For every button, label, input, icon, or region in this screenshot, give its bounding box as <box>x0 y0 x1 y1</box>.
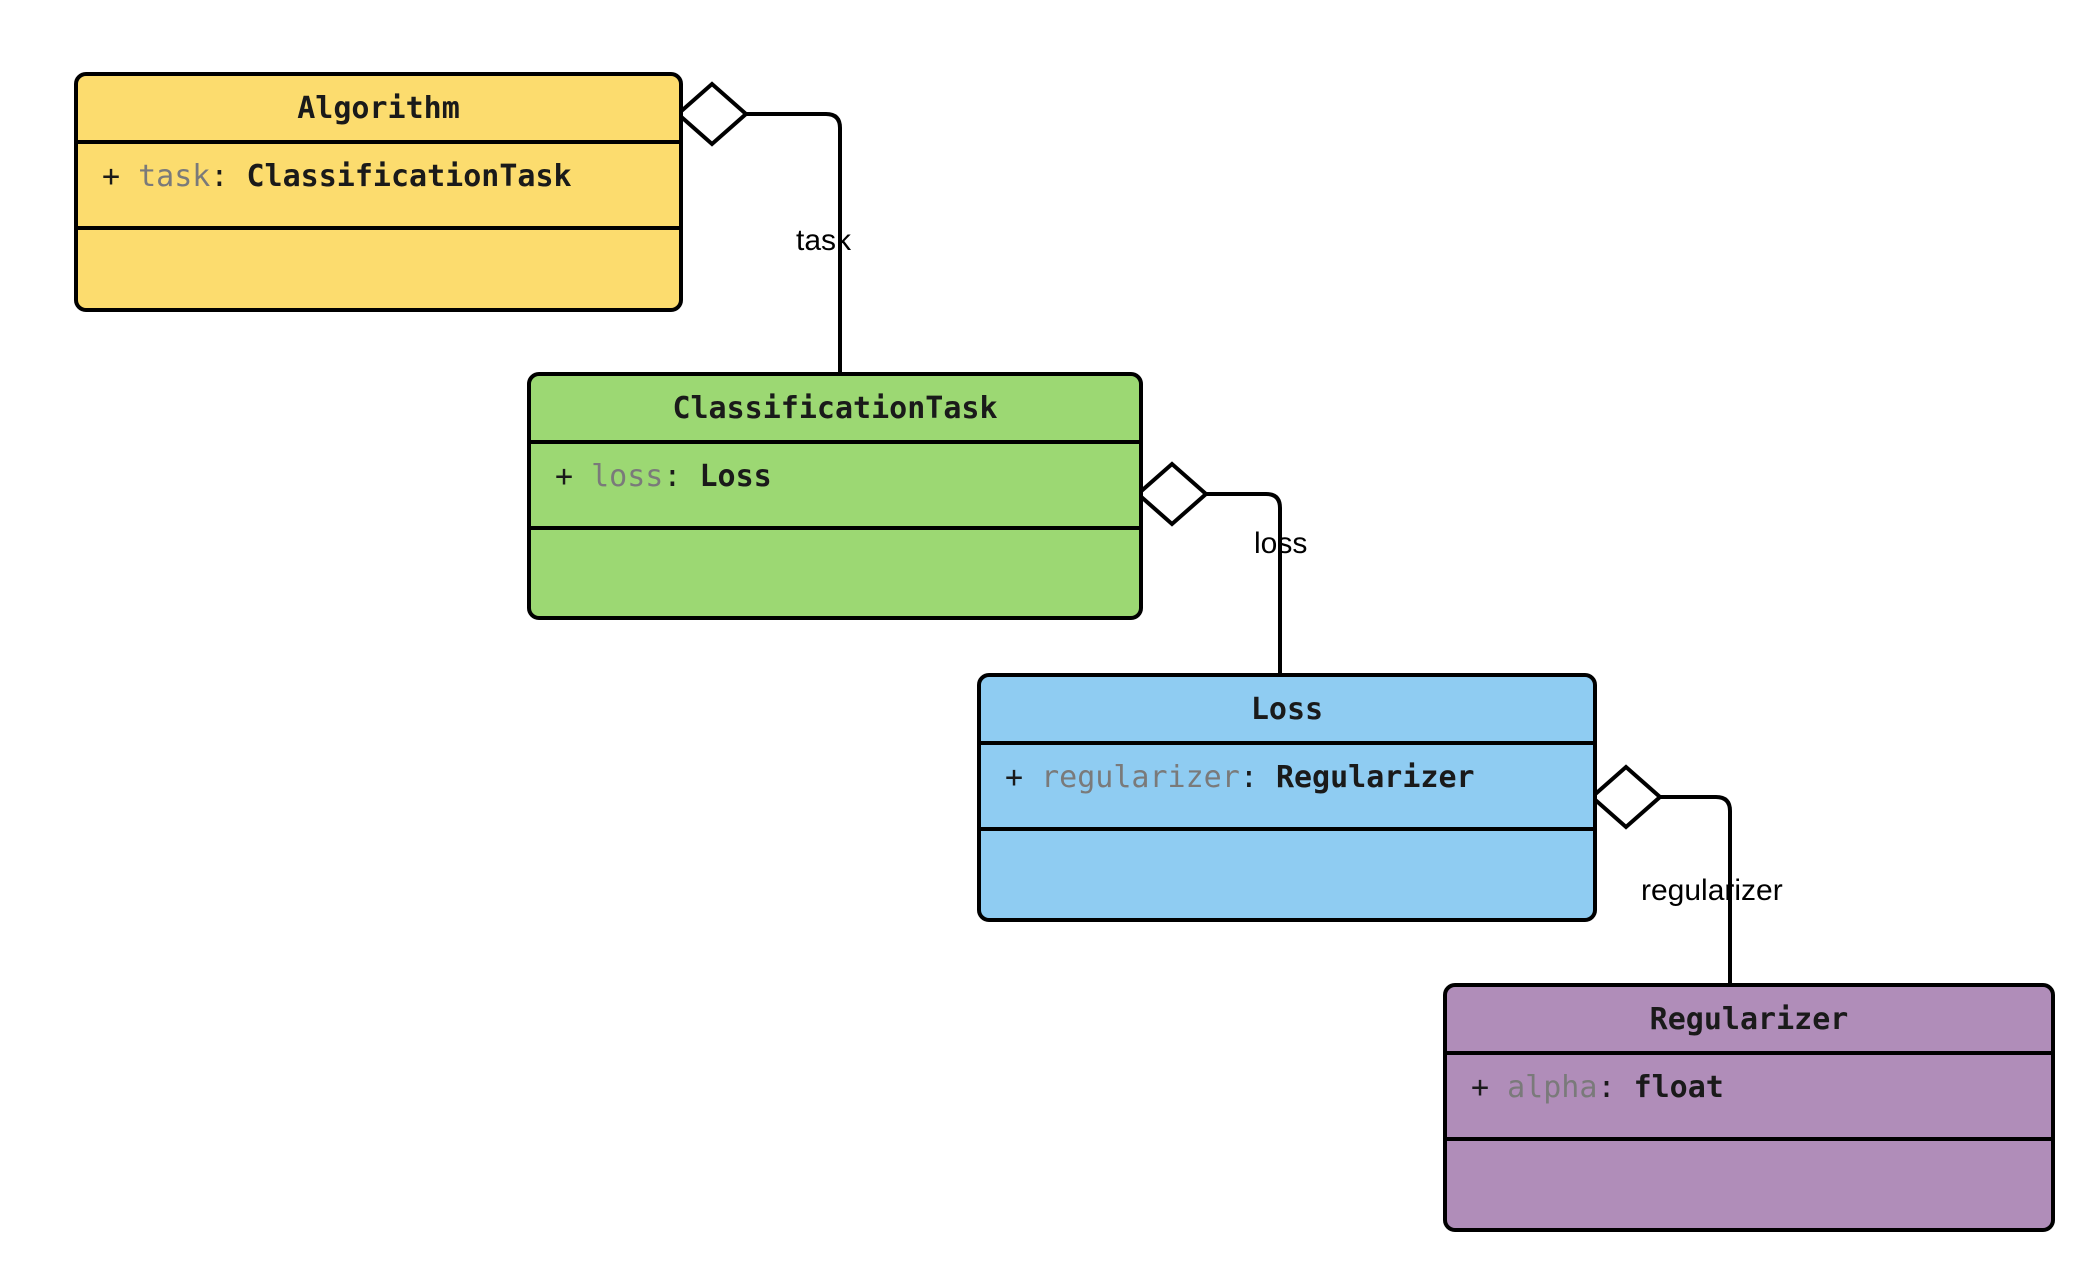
attribute-name: task <box>138 159 211 194</box>
attribute-visibility: + <box>1471 1070 1490 1105</box>
edge-label-edge-regularizer: regularizer <box>1641 874 1783 907</box>
connector-line-edge-loss <box>1206 492 1282 673</box>
uml-class-name-classification-task: ClassificationTask <box>531 376 1139 444</box>
uml-methods-classification-task <box>531 530 1139 594</box>
aggregation-diamond-edge-loss <box>1134 461 1210 527</box>
uml-attribute-row: + alpha: float <box>1447 1065 2051 1112</box>
edge-label-edge-task: task <box>796 224 852 257</box>
attribute-visibility: + <box>555 459 574 494</box>
uml-attributes-regularizer: + alpha: float <box>1447 1055 2051 1141</box>
attribute-name: regularizer <box>1041 760 1240 795</box>
uml-attribute-row: + task: ClassificationTask <box>78 154 679 201</box>
uml-methods-loss <box>981 831 1593 895</box>
uml-attributes-loss: + regularizer: Regularizer <box>981 745 1593 831</box>
aggregation-diamond-edge-task <box>674 81 750 147</box>
uml-attribute-row: + regularizer: Regularizer <box>981 755 1593 802</box>
uml-class-classification-task[interactable]: ClassificationTask + loss: Loss <box>527 372 1143 620</box>
edge-label-edge-loss: loss <box>1254 527 1308 560</box>
uml-attribute-row: + loss: Loss <box>531 454 1139 501</box>
attribute-type: Regularizer <box>1275 760 1475 795</box>
attribute-colon: : <box>210 159 229 194</box>
uml-class-name-loss: Loss <box>981 677 1593 745</box>
attribute-name: loss <box>591 459 664 494</box>
uml-class-regularizer[interactable]: Regularizer + alpha: float <box>1443 983 2055 1232</box>
attribute-name: alpha <box>1507 1070 1598 1105</box>
attribute-colon: : <box>663 459 682 494</box>
uml-attributes-classification-task: + loss: Loss <box>531 444 1139 530</box>
uml-class-name-regularizer: Regularizer <box>1447 987 2051 1055</box>
uml-class-name-algorithm: Algorithm <box>78 76 679 144</box>
attribute-colon: : <box>1597 1070 1616 1105</box>
attribute-visibility: + <box>102 159 121 194</box>
uml-methods-algorithm <box>78 230 679 294</box>
attribute-type: Loss <box>699 459 772 494</box>
attribute-visibility: + <box>1005 760 1024 795</box>
attribute-type: ClassificationTask <box>246 159 572 194</box>
uml-attributes-algorithm: + task: ClassificationTask <box>78 144 679 230</box>
attribute-type: float <box>1633 1070 1724 1105</box>
aggregation-diamond-edge-regularizer <box>1588 764 1664 830</box>
uml-class-loss[interactable]: Loss + regularizer: Regularizer <box>977 673 1597 922</box>
uml-class-algorithm[interactable]: Algorithm + task: ClassificationTask <box>74 72 683 312</box>
uml-methods-regularizer <box>1447 1141 2051 1205</box>
attribute-colon: : <box>1239 760 1258 795</box>
